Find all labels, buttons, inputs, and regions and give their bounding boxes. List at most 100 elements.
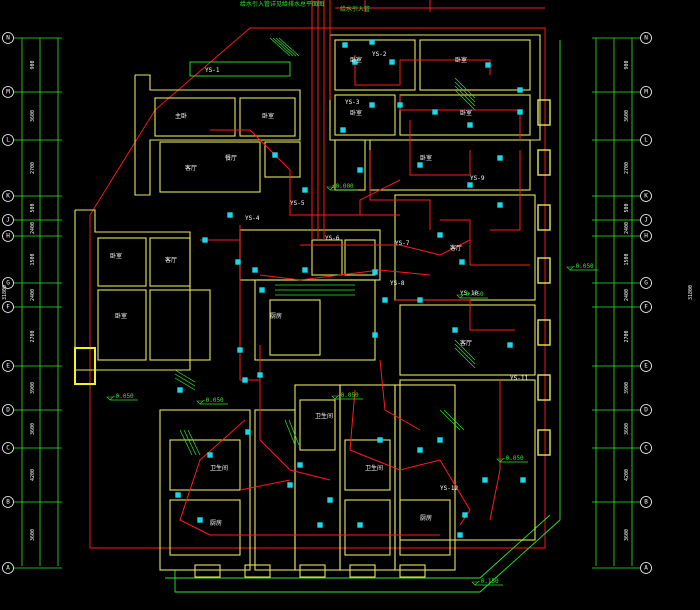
axis-bubble-b-left [2,496,14,508]
fixture-marker [245,429,251,435]
fixture-marker [242,377,248,383]
fixture-marker [257,372,263,378]
dimension-right: 500 [624,203,630,212]
axis-label-l-right: L [644,137,648,144]
fixture-marker [207,452,213,458]
fixture-marker [507,342,513,348]
axis-bubble-l-left [2,134,14,146]
fixture-marker [302,187,308,193]
fixture-marker [389,59,395,65]
axis-label-k-left: K [6,193,10,200]
tag-8: YS-8 [390,280,405,287]
axis-label-c-left: C [6,445,10,452]
note-top-1: 给水引入管详见给排水总平面图 [240,0,324,8]
axis-label-a-left: A [6,565,10,572]
room-m15: 卫生间 [210,464,228,472]
room-m3: 客厅 [185,164,197,172]
fixture-marker [417,447,423,453]
axis-bubble-e-left [2,360,14,372]
tag-2: YS-2 [372,51,387,58]
fixture-marker [259,287,265,293]
room-m4: 卧室 [110,252,122,260]
room-m11: 卧室 [460,109,472,117]
equipment-tags: YS-1YS-2YS-3YS-4YS-5YS-6YS-7YS-8YS-9YS-1… [205,51,528,492]
axis-bubble-d-left [2,404,14,416]
tag-9: YS-9 [470,175,485,182]
axis-bubble-f-right [640,301,652,313]
axis-bubble-k-left [2,190,14,202]
fixture-marker [462,512,468,518]
fixture-marker [272,152,278,158]
fixture-marker [459,259,465,265]
fixture-marker [382,297,388,303]
dimension-left: 500 [30,203,36,212]
axis-label-d-left: D [6,407,10,414]
axis-bubble-j-right [640,214,652,226]
dimension-left: 2400 [30,289,36,301]
axis-label-g-right: G [644,280,648,287]
room-m20: 厨房 [420,514,432,522]
fixture-marker [372,332,378,338]
room-m14: 客厅 [460,339,472,347]
right-balconies [537,99,551,456]
axis-label-h-left: H [6,233,10,240]
fixture-marker [417,297,423,303]
fixture-marker [452,327,458,333]
fixture-marker [237,347,243,353]
room-m13: 客厅 [450,244,462,252]
axis-label-n-right: N [644,35,648,42]
axis-label-m-left: M [6,89,10,96]
dimension-left: 900 [30,60,36,69]
note-top-2: 给水引入管 [340,5,370,13]
dimension-left: 3600 [30,529,36,541]
room-labels: 主卧卧室客厅卧室客厅卧室餐厅卧室卧室卧室卧室卧室客厅客厅卫生间卫生间卫生间厨房厨… [110,56,472,527]
fixture-marker [352,59,358,65]
fixture-marker [202,237,208,243]
tag-11: YS-11 [510,375,528,382]
axis-label-c-right: C [644,445,648,452]
room-m8: 卧室 [350,56,362,64]
fixture-marker [342,42,348,48]
axis-bubble-j-left [2,214,14,226]
elev-left: -0.050 [112,393,134,400]
dimension-right: 3600 [624,529,630,541]
room-m7: 餐厅 [225,154,237,162]
tag-7: YS-7 [395,240,410,247]
tag-3: YS-3 [345,99,360,106]
staircases [174,37,476,456]
elev-mid: -0.050 [337,392,359,399]
landscape-outline [165,40,561,593]
dimension-right: 2400 [624,289,630,301]
axis-bubble-l-right [640,134,652,146]
water-supply-pipes [179,0,545,536]
fixture-marker [467,122,473,128]
plumbing-fixtures [175,39,526,538]
right-total-dimension: 31800 [688,285,694,300]
dimension-right: 3900 [624,382,630,394]
fixture-marker [357,522,363,528]
elev-left-marker [106,396,114,401]
fixture-marker [327,497,333,503]
fixture-marker [485,62,491,68]
fixture-marker [287,482,293,488]
axis-label-l-left: L [6,137,10,144]
room-m17: 卫生间 [315,412,333,420]
dimension-left: 3600 [30,110,36,122]
axis-bubble-m-right [640,86,652,98]
fixture-marker [437,437,443,443]
fixture-marker [317,522,323,528]
axis-bubble-a-left [2,562,14,574]
dimension-right: 1500 [624,253,630,265]
axis-label-f-left: F [6,304,10,311]
axis-bubble-m-left [2,86,14,98]
room-m2: 卧室 [262,112,274,120]
fixture-marker [227,212,233,218]
room-m5: 客厅 [165,256,177,264]
axis-bubble-a-right [640,562,652,574]
right-axis-rail [595,38,633,566]
axis-label-a-right: A [644,565,648,572]
axis-bubble-h-left [2,230,14,242]
fixture-marker [377,437,383,443]
